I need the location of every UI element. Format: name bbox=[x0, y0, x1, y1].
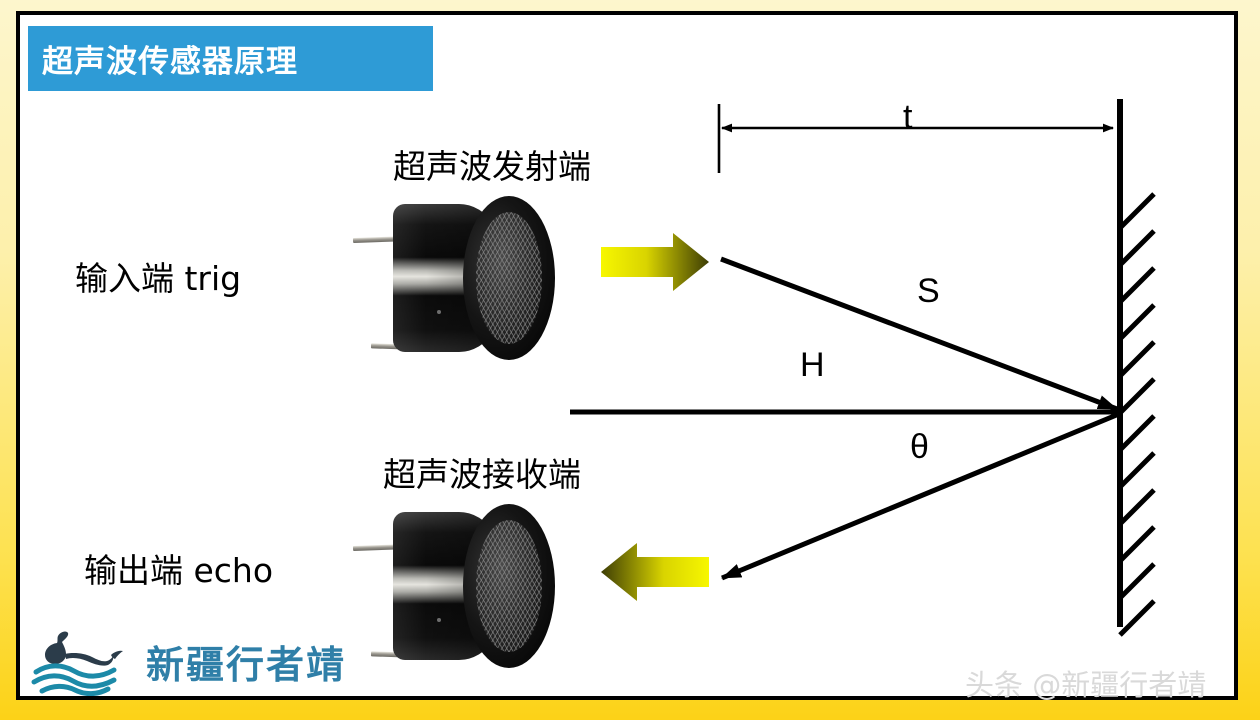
angle-symbol-label: θ bbox=[910, 428, 929, 466]
transmitter-body-dot bbox=[437, 310, 441, 314]
brand-logo-text: 新疆行者靖 bbox=[146, 643, 347, 687]
whale-shape bbox=[45, 631, 123, 666]
whale-wave-logo-icon bbox=[31, 631, 123, 696]
receiver-body-dot bbox=[437, 618, 441, 622]
ultrasonic-receiver-image bbox=[345, 500, 560, 670]
output-port-label: 输出端 echo bbox=[84, 551, 274, 590]
ultrasonic-transmitter-image bbox=[345, 192, 560, 362]
receiver-heading: 超声波接收端 bbox=[383, 455, 581, 494]
outgoing-beam-s bbox=[720, 256, 1118, 412]
reflected-beam bbox=[721, 411, 1120, 581]
page-title: 超声波传感器原理 bbox=[42, 44, 298, 80]
time-symbol-label: t bbox=[903, 98, 913, 136]
brand-logo: 新疆行者靖 bbox=[28, 630, 358, 698]
wall-hatching bbox=[1118, 192, 1156, 637]
wave-shapes bbox=[31, 663, 117, 696]
input-port-label: 输入端 trig bbox=[75, 259, 242, 298]
emit-arrow-right bbox=[601, 233, 709, 291]
watermark-text: 头条 @新疆行者靖 bbox=[965, 668, 1207, 702]
transmitter-mesh-grille bbox=[476, 212, 542, 344]
horizontal-distance-symbol-label: H bbox=[800, 346, 825, 384]
receiver-mesh-grille bbox=[476, 520, 542, 652]
slide-title-banner: 超声波传感器原理 bbox=[28, 26, 433, 91]
reflecting-wall bbox=[1117, 99, 1156, 637]
transmitter-heading: 超声波发射端 bbox=[393, 147, 591, 186]
receive-arrow-left bbox=[601, 543, 709, 601]
slant-distance-symbol-label: S bbox=[917, 272, 940, 310]
time-dimension-group bbox=[717, 104, 1114, 173]
